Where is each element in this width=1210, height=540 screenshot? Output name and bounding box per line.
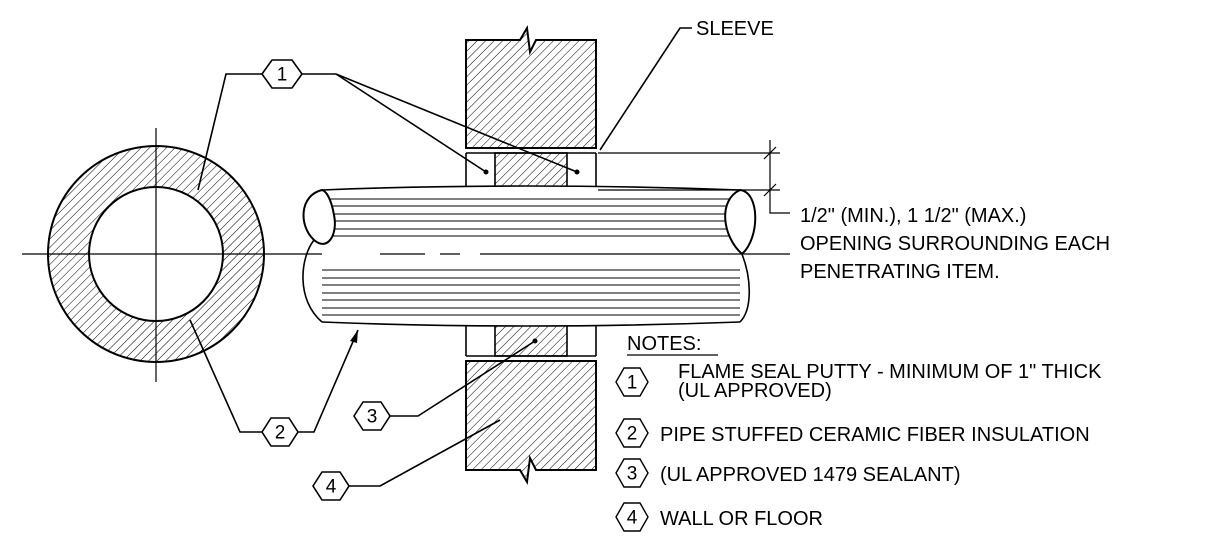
note-item-4: 4 WALL OR FLOOR (615, 502, 823, 532)
svg-text:4: 4 (627, 508, 638, 529)
sleeve-label: SLEEVE (696, 18, 774, 40)
note-item-3: 3 (UL APPROVED 1479 SEALANT) (615, 458, 961, 488)
note-item-1: 1 FLAME SEAL PUTTY - MINIMUM OF 1" THICK… (615, 361, 1102, 402)
pipe-side-view (302, 185, 790, 327)
notes-block: NOTES: 1 FLAME SEAL PUTTY - MINIMUM OF 1… (615, 333, 1102, 532)
callout-tag-3: 3 (353, 401, 391, 431)
upper-sealant (494, 152, 568, 191)
svg-text:1: 1 (627, 373, 638, 394)
svg-text:3: 3 (627, 464, 638, 485)
callout-tag-2: 2 (261, 417, 299, 447)
pipe-cross-section (22, 128, 560, 382)
note-2-text: PIPE STUFFED CERAMIC FIBER INSULATION (660, 424, 1090, 446)
dimension-label-line2: OPENING SURROUNDING EACH (800, 233, 1110, 255)
dimension-label-line3: PENETRATING ITEM. (800, 261, 1000, 283)
svg-text:2: 2 (627, 424, 638, 445)
wall-section (465, 24, 597, 486)
note-3-text: (UL APPROVED 1479 SEALANT) (660, 464, 961, 486)
svg-text:3: 3 (367, 407, 378, 428)
svg-text:1: 1 (277, 65, 288, 86)
note-item-2: 2 PIPE STUFFED CERAMIC FIBER INSULATION (615, 418, 1090, 448)
svg-text:4: 4 (326, 477, 337, 498)
callout-tag-4: 4 (312, 471, 350, 501)
lower-sealant (494, 322, 568, 357)
note-1-text: FLAME SEAL PUTTY - MINIMUM OF 1" THICK (678, 361, 1102, 383)
lower-wall (465, 360, 597, 486)
callout-tag-1: 1 (261, 59, 303, 89)
leader-lines (189, 27, 790, 487)
svg-text:2: 2 (275, 423, 286, 444)
note-4-text: WALL OR FLOOR (660, 508, 823, 530)
upper-wall (465, 24, 597, 149)
dimension-label-line1: 1/2" (MIN.), 1 1/2" (MAX.) (800, 205, 1026, 227)
note-1-text2: (UL APPROVED) (678, 380, 832, 402)
notes-heading: NOTES: (627, 333, 701, 355)
